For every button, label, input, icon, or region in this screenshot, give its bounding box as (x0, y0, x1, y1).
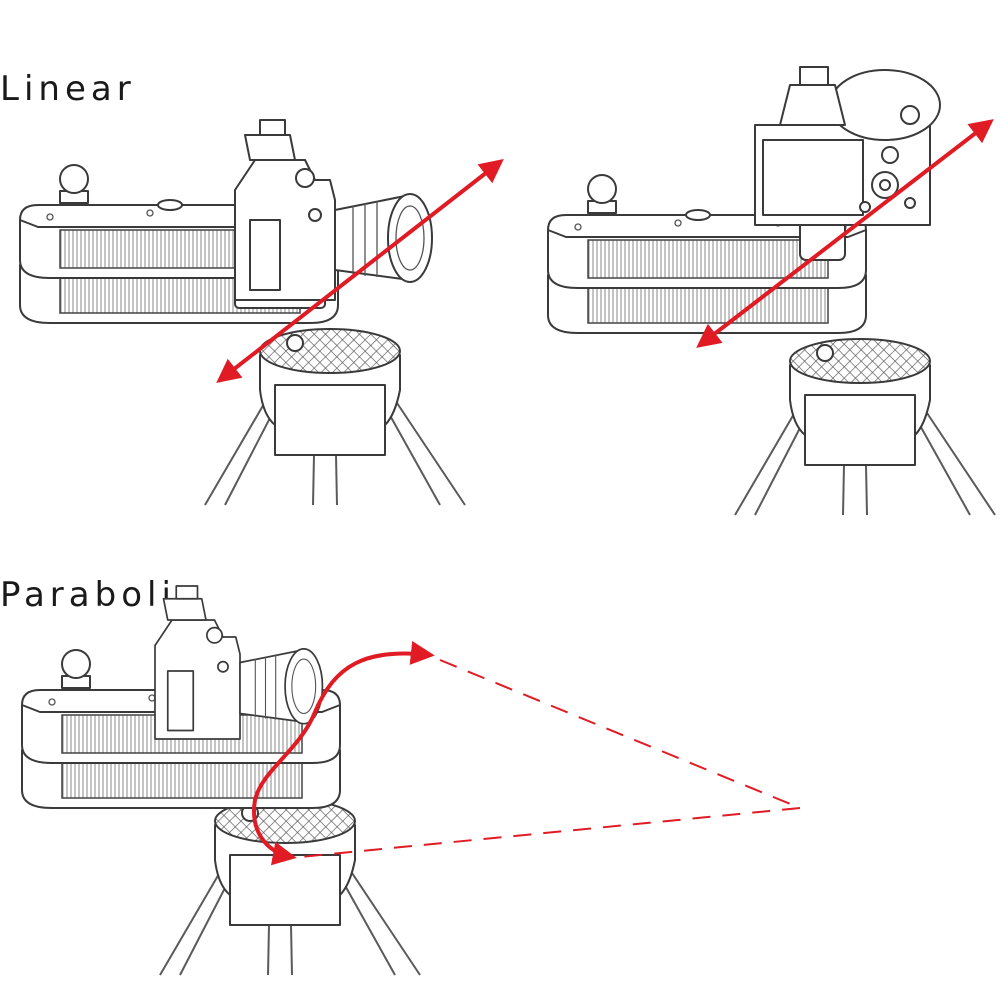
parabolic-path-arrow (252, 641, 435, 866)
parabolic-heading: Parabolic (0, 575, 200, 615)
parabolic-guide-line-lower (299, 807, 801, 858)
parabolic-rig (21, 585, 421, 976)
linear-heading: Linear (0, 69, 136, 109)
linear-path-arrow-right (696, 119, 994, 348)
linear-rig-left (19, 119, 466, 506)
parabolic-guide-line-upper (439, 659, 801, 809)
linear-path-arrow-left (216, 159, 504, 383)
